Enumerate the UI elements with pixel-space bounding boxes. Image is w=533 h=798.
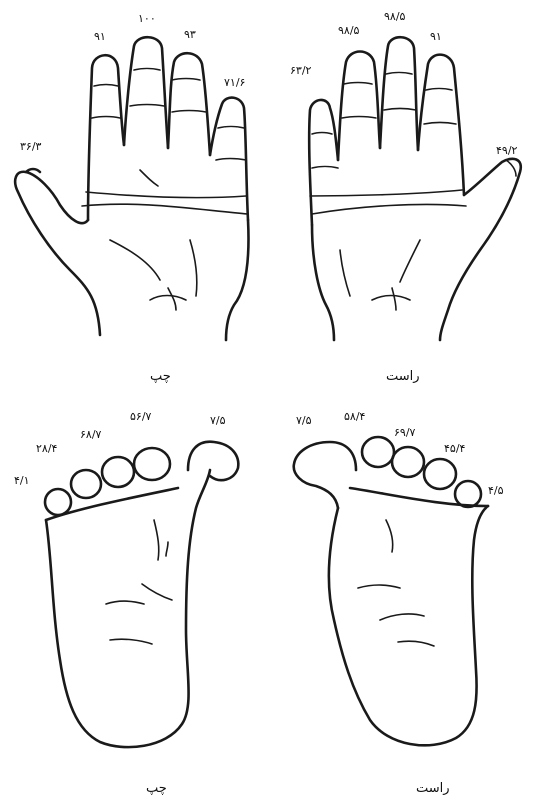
right-hand-ring-value: ۹۸/۵ <box>338 24 360 37</box>
caption-right-hands: راست <box>386 369 420 384</box>
left-foot-toe5-value: ۴/۱ <box>14 474 30 487</box>
right-foot-toe5-value: ۴/۵ <box>488 484 504 497</box>
right-foot-toe2-value: ۵۸/۴ <box>344 410 366 423</box>
left-hand-index-value: ۹۱ <box>94 30 106 43</box>
right-foot-toe4-value: ۴۵/۴ <box>444 442 466 455</box>
left-hand-thumb-value: ۳۶/۳ <box>20 140 42 153</box>
left-hand-middle-value: ۱۰۰ <box>138 12 156 25</box>
left-hand-drawing <box>15 37 248 340</box>
right-hand-middle-value: ۹۸/۵ <box>384 10 406 23</box>
right-hand-little-value: ۶۳/۲ <box>290 64 312 77</box>
right-foot-drawing <box>294 437 488 745</box>
left-hand-ring-value: ۹۳ <box>184 28 196 41</box>
left-foot-bigtoe-value: ۷/۵ <box>210 414 226 427</box>
left-foot-toe2-value: ۵۶/۷ <box>130 410 152 423</box>
right-hand-index-value: ۹۱ <box>430 30 442 43</box>
right-foot-toe3-value: ۶۹/۷ <box>394 426 416 439</box>
caption-left-feet: چپ <box>146 781 167 796</box>
left-foot-drawing <box>45 442 238 747</box>
right-hand-thumb-value: ۴۹/۲ <box>496 144 518 157</box>
caption-right-feet: راست <box>416 781 450 796</box>
right-foot-bigtoe-value: ۷/۵ <box>296 414 312 427</box>
left-foot-toe4-value: ۲۸/۴ <box>36 442 58 455</box>
caption-left-hands: چپ <box>150 369 171 384</box>
right-hand-drawing <box>309 37 521 340</box>
left-hand-little-value: ۷۱/۶ <box>224 76 245 89</box>
left-foot-toe3-value: ۶۸/۷ <box>80 428 102 441</box>
